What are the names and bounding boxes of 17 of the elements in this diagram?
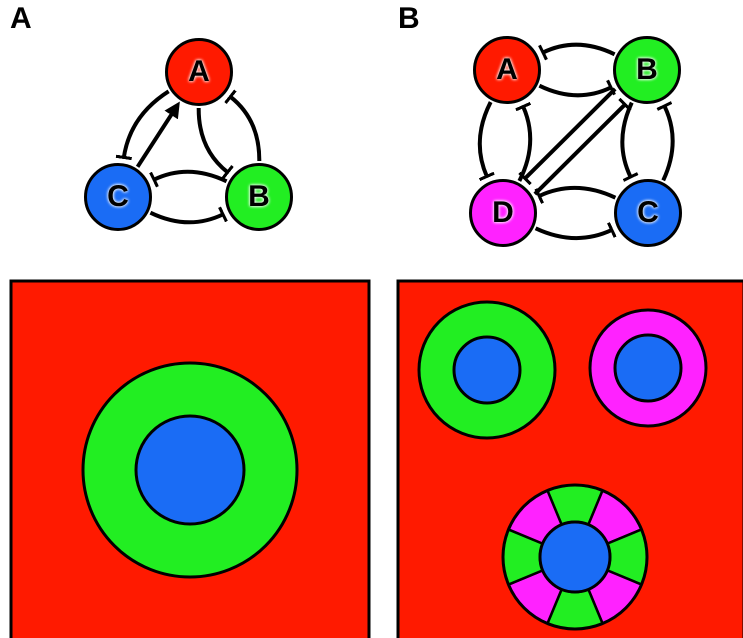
node-letter: D [492,198,514,228]
inhibition-connector [533,98,632,196]
arrow [136,102,180,168]
node-letter: C [637,198,659,228]
node-letter: B [248,182,270,212]
inhibition-connector [224,90,262,162]
node-letter: A [188,57,210,87]
node-letter: A [496,55,518,85]
node-letter: B [636,55,658,85]
node-letter: C [107,182,129,212]
inhibition-connector [620,102,639,182]
inhibition-connector [116,90,170,160]
inhibition-connector [534,222,616,240]
panel-letter: A [10,4,32,34]
inhibition-connector [515,102,532,182]
inhibition-connector [196,108,234,180]
panel-letter: B [398,4,420,34]
